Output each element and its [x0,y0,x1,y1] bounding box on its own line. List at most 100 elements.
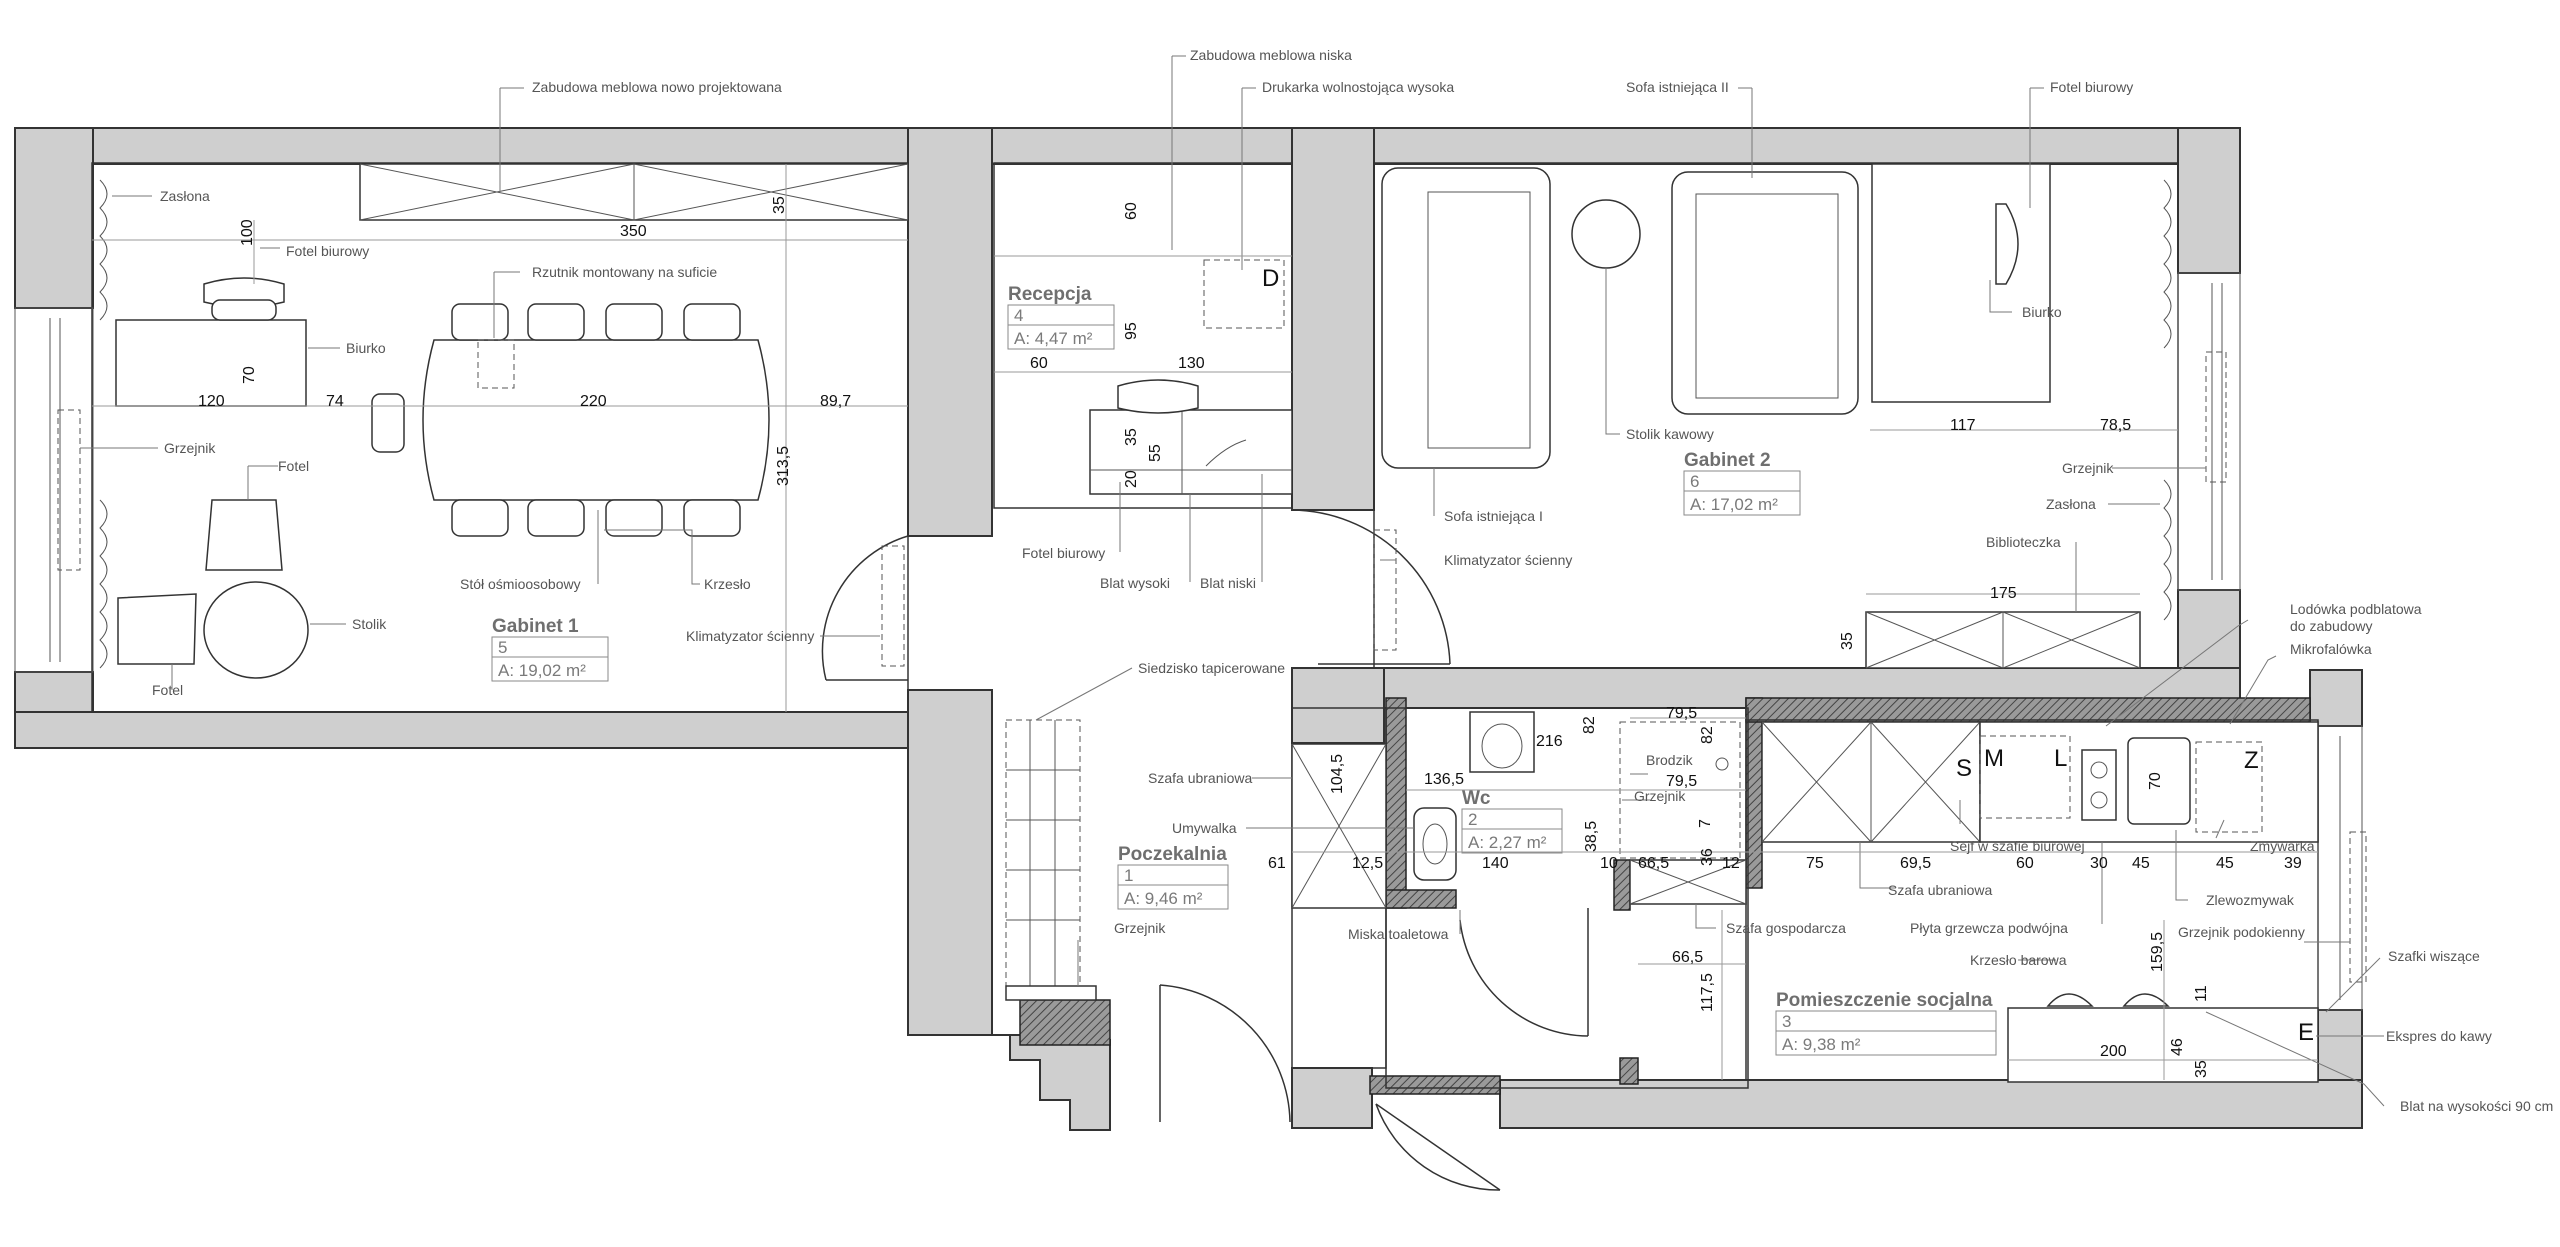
dim-89-7: 89,7 [820,393,851,410]
dim-70a: 70 [241,366,258,384]
dim-60a: 60 [1123,202,1140,220]
dim-69-5: 69,5 [1900,855,1931,872]
label-zaslona-right: Zasłona [2046,496,2096,512]
dim-78-5: 78,5 [2100,417,2131,434]
label-blat-wysoki: Blat wysoki [1100,575,1170,591]
label-stolik: Stolik [352,616,387,632]
room-recepcja-name: Recepcja [1008,284,1092,305]
dim-117-5: 117,5 [1699,973,1716,1012]
dim-35c: 35 [1839,632,1856,650]
dim-11: 11 [2193,985,2210,1002]
dim-60c: 60 [2016,855,2034,872]
zaslona-left [99,179,108,321]
recepcja-outline [993,162,1293,509]
wall-kitchen-right-top [2309,669,2363,727]
room-wc-name: Wc [1462,788,1491,809]
label-stolik-kawowy: Stolik kawowy [1626,426,1714,442]
krzeslo-barowe-2 [2122,993,2170,1007]
label-krzeslo: Krzesło [704,576,751,592]
dim-55: 55 [1147,444,1164,462]
fotel-upper [205,499,283,571]
dim-46: 46 [2169,1038,2186,1056]
dim-74: 74 [326,393,344,410]
dim-35b: 35 [1123,428,1140,446]
letter-s: S [1956,755,1972,782]
dim-38-5: 38,5 [1583,821,1600,852]
dim-159-5: 159,5 [2149,932,2166,972]
letter-z: Z [2244,747,2259,774]
dim-104-5: 104,5 [1329,754,1346,794]
dim-20: 20 [1123,470,1140,488]
label-grzejnik-podokienny: Grzejnik podokienny [2178,924,2305,940]
label-grzejnik-g2: Grzejnik [2062,460,2114,476]
wall-gabinet1-bottom [14,711,911,749]
klima-right [1373,529,1397,651]
letter-m: M [1984,745,2004,772]
wall-bottom-hatch [1369,1075,1501,1095]
dim-45a: 45 [2132,855,2150,872]
dim-70b: 70 [2147,772,2164,790]
wall-bottom-entry [1291,1067,1373,1129]
label-sofa1: Sofa istniejąca I [1444,508,1543,524]
wall-top [14,127,2241,165]
label-mikrofalowka: Mikrofalówka [2290,641,2372,657]
grzejnik-podokienny [2349,831,2367,983]
letter-e: E [2298,1019,2314,1046]
dim-30: 30 [2090,855,2108,872]
dim-75: 75 [1806,855,1824,872]
label-biurko-g2: Biurko [2022,304,2062,320]
letter-d: D [1262,265,1279,292]
room-gabinet2-number: 6 [1690,472,1699,491]
dim-39: 39 [2284,855,2302,872]
wall-g1-rec [907,127,993,537]
dim-60b: 60 [1030,355,1048,372]
dimension-lines [92,164,2318,1080]
walls [14,127,2363,1131]
room-recepcja-area: A: 4,47 m² [1014,329,1093,348]
rzutnik [477,339,515,389]
dim-36: 36 [1699,848,1716,866]
zaslona-right-lower [2163,479,2172,621]
room-wc-number: 2 [1468,810,1477,829]
label-siedzisko: Siedzisko tapicerowane [1138,660,1285,676]
plyta-grzewcza [2081,749,2117,821]
label-sejf: Sejf w szafie biurowej [1950,838,2085,854]
furniture [57,163,2367,1083]
dim-82b: 82 [1699,726,1716,744]
label-umywalka: Umywalka [1172,820,1237,836]
door-gabinet1 [821,535,909,681]
wall-column-hatch [1619,1057,1639,1085]
blat-90 [2007,1007,2319,1083]
label-szafki-wiszace: Szafki wiszące [2388,948,2480,964]
dim-12-5: 12,5 [1352,855,1383,872]
label-grzejnik-g1: Grzejnik [164,440,216,456]
dim-12: 12 [1722,855,1740,872]
dim-117: 117 [1950,417,1976,434]
wall-kitchen-top [1745,697,2311,723]
wall-bottom-kitchen [1499,1079,2363,1129]
label-blat90: Blat na wysokości 90 cm [2400,1098,2553,1114]
dim-95: 95 [1123,322,1140,340]
fotel-lower [117,593,197,665]
zlewozmywak [2127,737,2191,825]
mikrofalowka [1979,735,2071,819]
label-zmywarka: Zmywarka [2250,838,2315,854]
dim-66-5a: 66,5 [1638,855,1669,872]
stolik [203,581,309,679]
dim-82a: 82 [1581,716,1598,734]
room-outlines [14,162,2363,1089]
label-fotel-biurowy-g1: Fotel biurowy [286,243,369,259]
label-fotel-upper: Fotel [278,458,309,474]
dim-216: 216 [1536,733,1563,750]
label-fotel-biurowy-rec: Fotel biurowy [1022,545,1105,561]
room-gabinet2-name: Gabinet 2 [1684,450,1771,471]
label-lodowka: Lodówka podblatowa [2290,601,2422,617]
label-biurko-g1: Biurko [346,340,386,356]
dim-35d: 35 [2193,1060,2210,1078]
letter-l: L [2054,745,2067,772]
umywalka [1413,807,1457,881]
label-zlewozmywak: Zlewozmywak [2206,892,2295,908]
label-biblioteczka: Biblioteczka [1986,534,2061,550]
dim-350: 350 [620,223,647,240]
